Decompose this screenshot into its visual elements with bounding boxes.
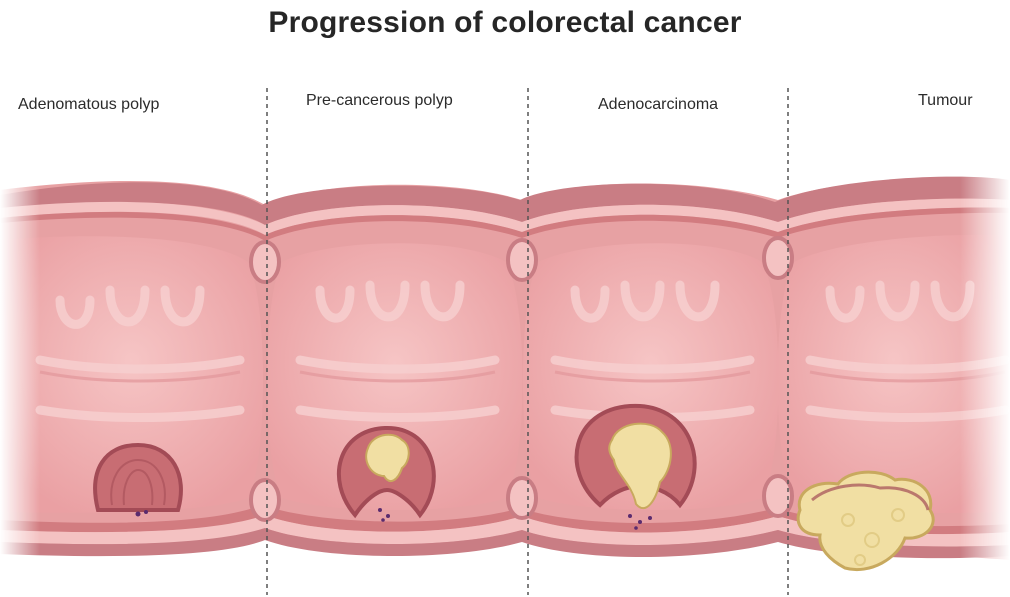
stage-label-pre-cancerous-polyp: Pre-cancerous polyp bbox=[306, 92, 453, 110]
cell-dot bbox=[381, 518, 385, 522]
stage-label-tumour: Tumour bbox=[918, 92, 973, 110]
cell-dot bbox=[648, 516, 652, 520]
stage-label-adenocarcinoma: Adenocarcinoma bbox=[598, 96, 718, 114]
cell-dot bbox=[628, 514, 632, 518]
cell-dot bbox=[144, 510, 148, 514]
cell-dot bbox=[634, 526, 638, 530]
cell-dot bbox=[638, 520, 642, 524]
left-fade bbox=[0, 160, 40, 580]
cell-dot bbox=[378, 508, 382, 512]
stage-label-adenomatous-polyp: Adenomatous polyp bbox=[18, 96, 159, 114]
cell-dot bbox=[386, 514, 390, 518]
right-fade bbox=[960, 160, 1010, 580]
adenomatous-polyp bbox=[95, 445, 181, 517]
cell-dot bbox=[136, 512, 141, 517]
